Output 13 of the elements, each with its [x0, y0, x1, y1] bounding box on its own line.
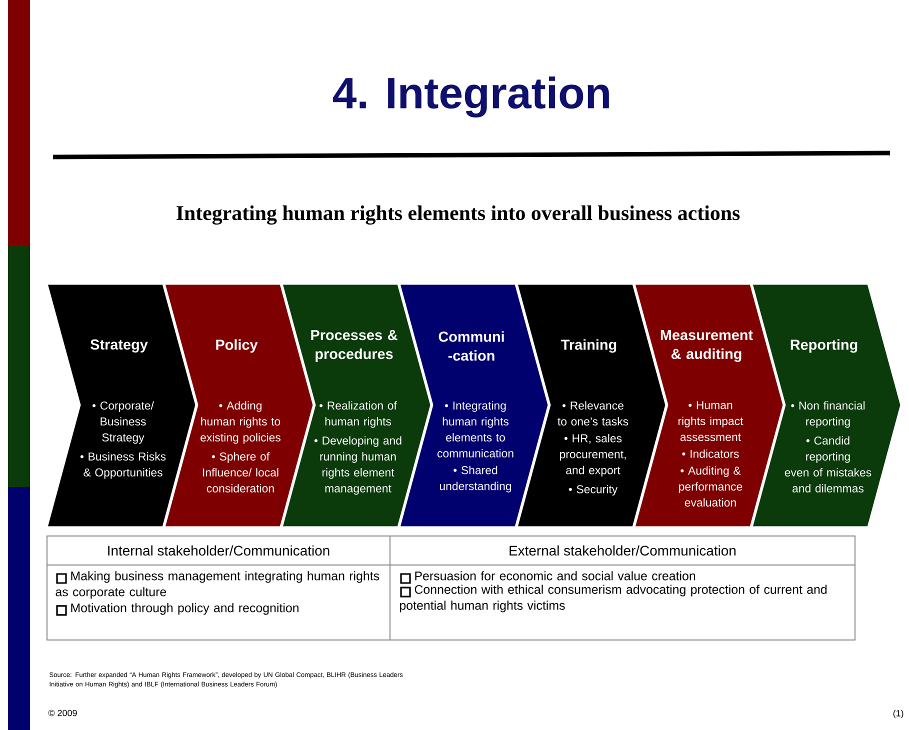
copyright-note: © 2009: [48, 710, 77, 716]
checklist-item: Connection with ethical consumerism advocating protection of current and potential human rights victims: [400, 584, 827, 612]
stage-panel: Strategy • Corporate/ Business Strategy • Business Risks & Opportunities: [46, 283, 197, 528]
checklist-item: Persuasion for economic and social value creation: [400, 571, 696, 584]
subtitle: Integrating human rights elements into overall business actions: [176, 205, 740, 225]
diagram-title: 4. Integration: [333, 76, 609, 118]
page-number: (1): [893, 710, 904, 718]
checklist-item: Making business management integrating human rights as corporate culture: [56, 571, 380, 599]
stage-panel: Processes & procedures • Realization of human rights • Developing and running human rights element management: [281, 283, 432, 528]
checklist-item: Motivation through policy and recognition: [56, 603, 298, 616]
stage-panel: Measurement & auditing • Human rights impact assessment • Indicators • Auditing & performance evaluation: [634, 283, 784, 528]
column-header: Internal stakeholder/Communication: [108, 545, 330, 556]
column-header: External stakeholder/Communication: [510, 545, 736, 556]
